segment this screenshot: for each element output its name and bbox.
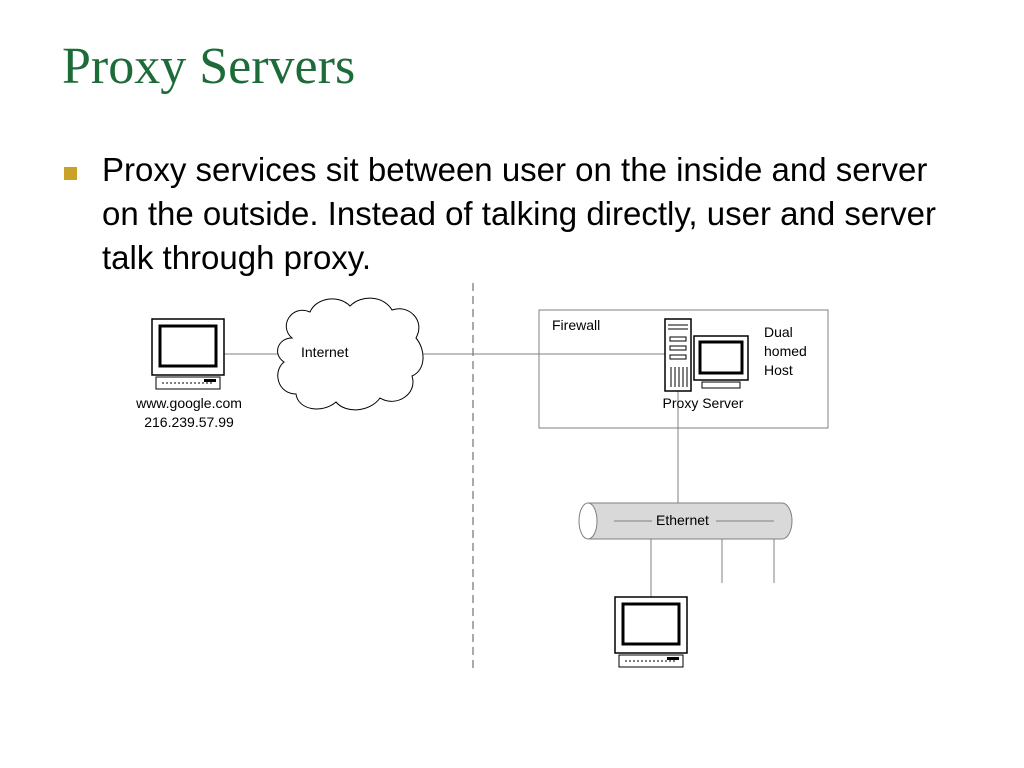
desktop-computer-icon bbox=[614, 596, 688, 668]
slide-title: Proxy Servers bbox=[62, 38, 356, 95]
dual-homed-label-line-2: homed bbox=[764, 343, 807, 359]
firewall-box bbox=[538, 309, 829, 429]
desktop-computer-icon bbox=[151, 318, 225, 390]
remote-host-name: www.google.com bbox=[135, 395, 242, 411]
internet-cloud-icon bbox=[277, 297, 424, 411]
internet-label: Internet bbox=[301, 344, 349, 360]
ethernet-bus: Ethernet bbox=[578, 502, 793, 540]
remote-host-ip: 216.239.57.99 bbox=[144, 414, 234, 430]
internet-cloud: Internet bbox=[277, 297, 424, 411]
proxy-server-label: Proxy Server bbox=[663, 395, 744, 411]
desktop-computer-icon bbox=[693, 335, 749, 389]
ethernet-bus-icon bbox=[578, 502, 793, 540]
square-bullet-icon bbox=[64, 167, 77, 180]
internal-client-computer bbox=[614, 596, 688, 668]
remote-host-computer: www.google.com 216.239.57.99 bbox=[135, 318, 242, 430]
proxy-server: Proxy Server Dual homed Host bbox=[663, 318, 807, 411]
firewall-zone: Firewall bbox=[538, 309, 829, 429]
tower-server-icon bbox=[664, 318, 692, 392]
bullet-text: Proxy services sit between user on the i… bbox=[102, 151, 937, 276]
firewall-label: Firewall bbox=[552, 317, 600, 333]
dual-homed-label-line-3: Host bbox=[764, 362, 793, 378]
ethernet-label: Ethernet bbox=[656, 512, 709, 528]
dual-homed-label-line-1: Dual bbox=[764, 324, 793, 340]
